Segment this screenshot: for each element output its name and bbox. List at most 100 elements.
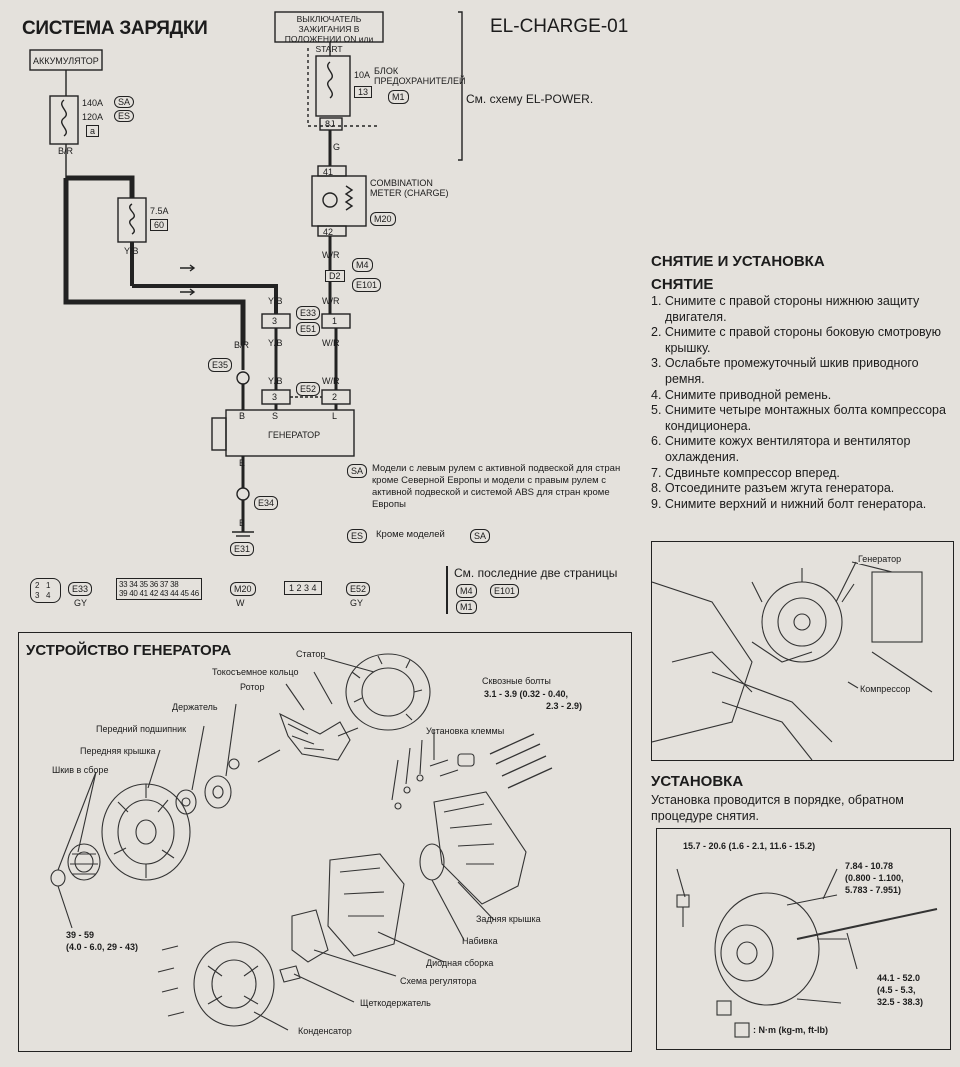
step-6: 6. Снимите кожух вентилятора и вентилято… [651,434,911,464]
torque-2b: (0.800 - 1.100, [845,873,904,883]
wire-br-low: B/R [234,340,250,350]
diode-assembly [327,853,405,957]
fuse-block-label: БЛОК ПРЕДОХРАНИТЕЛЕЙ [374,66,466,86]
generator-device-panel [18,632,632,1052]
torque-3a: 44.1 - 52.0 [877,973,921,983]
connector-divider [446,566,448,614]
wire-g: G [333,142,341,152]
wire-yb-left: Y/B [124,246,139,256]
terminal-s: S [272,411,279,421]
torque-3b: (4.5 - 5.3, [877,985,916,995]
connector-e33-face: 2 1 3 4 [30,578,61,603]
label-rear-cover: Задняя крышка [476,914,541,924]
note-es-code: ES [347,529,368,543]
rotor [279,712,351,761]
label-diode: Диодная сборка [426,958,494,968]
torque-3c: 32.5 - 38.3) [877,997,924,1007]
pin-8j: 8J [325,119,335,129]
conn-e33: E33 [296,306,321,320]
conn-e101: E101 [352,278,382,292]
img-label-generator: Генератор [858,554,902,564]
note-sa-code: SA [347,464,368,478]
fuse-120a: 120A [82,112,104,122]
install-illustration: 15.7 - 20.6 (1.6 - 2.1, 11.6 - 15.2) 7.8… [656,828,951,1050]
label-terminal: Установка клеммы [426,726,505,736]
e33-pin-1: 1 [46,581,51,590]
ref-e101: E101 [490,584,520,598]
torque-1: 15.7 - 20.6 (1.6 - 2.1, 11.6 - 15.2) [683,841,816,851]
torque-2c: 5.783 - 7.951) [845,885,902,895]
conn-d2: D2 [325,270,345,282]
fuse-140a: 140A [82,98,104,108]
label-bolts-torque-1: 3.1 - 3.9 (0.32 - 0.40, [484,689,569,699]
brush-holder [279,965,301,983]
step-2: 2. Снимите с правой стороны боковую смот… [651,325,942,355]
removal-install-title: СНЯТИЕ И УСТАНОВКА [651,253,825,270]
label-pulley-torque-1: 39 - 59 [66,930,95,940]
terminal-e: E [239,458,246,468]
fuse-block-10a [315,55,351,117]
conn-e34: E34 [254,496,279,510]
conn-m4: M4 [352,258,373,272]
label-pulley: Шкив в сборе [52,765,109,775]
connector-m20-face: 33 34 35 36 37 38 39 40 41 42 43 44 45 4… [116,578,202,600]
step-9: 9. Снимите верхний и нижний болт генерат… [651,496,927,511]
note-es-sa-code: SA [470,529,491,543]
conn-e31: E31 [230,542,255,556]
conn-e51: E51 [296,322,321,336]
main-fuse [49,95,79,145]
label-rotor: Ротор [240,682,265,692]
wire-wr-top: W/R [322,250,340,260]
fuse-10a-label: 10A [354,70,371,80]
torque-legend: : N·m (kg-m, ft-lb) [753,1025,828,1035]
packing [419,843,445,881]
diagram-code: EL-CHARGE-01 [490,16,629,37]
pin-1: 1 [332,316,338,326]
conn-m20: M20 [370,212,396,226]
ref-m4: M4 [456,584,477,598]
code-es: ES [114,110,135,122]
removal-steps: 1. Снимите с правой стороны нижнюю защит… [651,294,949,512]
step-7: 7. Сдвиньте компрессор вперед. [651,465,840,480]
label-packing: Набивка [462,936,498,946]
fuse-60-label: 60 [150,219,169,231]
img-label-compressor: Компрессор [860,684,911,694]
connector-e33-color: GY [74,598,88,608]
see-last-pages: См. последние две страницы [454,566,618,580]
combination-meter [311,175,367,227]
pulley [67,843,101,881]
step-4: 4. Снимите приводной ремень. [651,387,832,402]
wire-yb-mid: Y/B [268,296,283,306]
connector-e52-color: GY [350,598,364,608]
stator [345,653,431,731]
step-1: 1. Снимите с правой стороны нижнюю защит… [651,294,920,324]
ref-m1: M1 [456,600,477,614]
wire-yb-bottom: Y/B [268,376,283,386]
generator-exploded-view [50,653,553,1031]
connector-m20-id: M20 [230,582,256,596]
step-5: 5. Снимите четыре монтажных болта компре… [651,403,946,433]
terminal-b: B [239,411,246,421]
e33-pin-4: 4 [46,591,51,600]
code-sa: SA [114,96,135,108]
wire-wr-low: W/R [322,338,340,348]
fuse-13-label: 13 [354,86,373,98]
connector-e52-id: E52 [346,582,371,596]
label-holder: Держатель [172,702,218,712]
connector-e52-face: 1 2 3 4 [284,581,322,595]
removal-illustration: Генератор Компрессор [651,541,954,761]
label-front-bearing: Передний подшипник [96,724,187,734]
fuse-7-5a-label: 7.5A [150,206,169,216]
see-el-power: См. схему EL-POWER. [466,92,594,106]
connector-m20-color: W [236,598,245,608]
rear-plate [193,941,275,1027]
label-bolts-torque-2: 2.3 - 2.9) [546,701,583,711]
wire-wr-mid: W/R [322,296,340,306]
m20-top-pins: 33 34 35 36 37 38 [119,580,179,589]
torque-2a: 7.84 - 10.78 [845,861,894,871]
install-text: Установка проводится в порядке, обратном… [651,793,904,823]
device-title: УСТРОЙСТВО ГЕНЕРАТОРА [26,642,232,659]
rear-cover [433,791,527,905]
wire-b: B [239,518,246,528]
removal-subtitle: СНЯТИЕ [651,276,714,293]
